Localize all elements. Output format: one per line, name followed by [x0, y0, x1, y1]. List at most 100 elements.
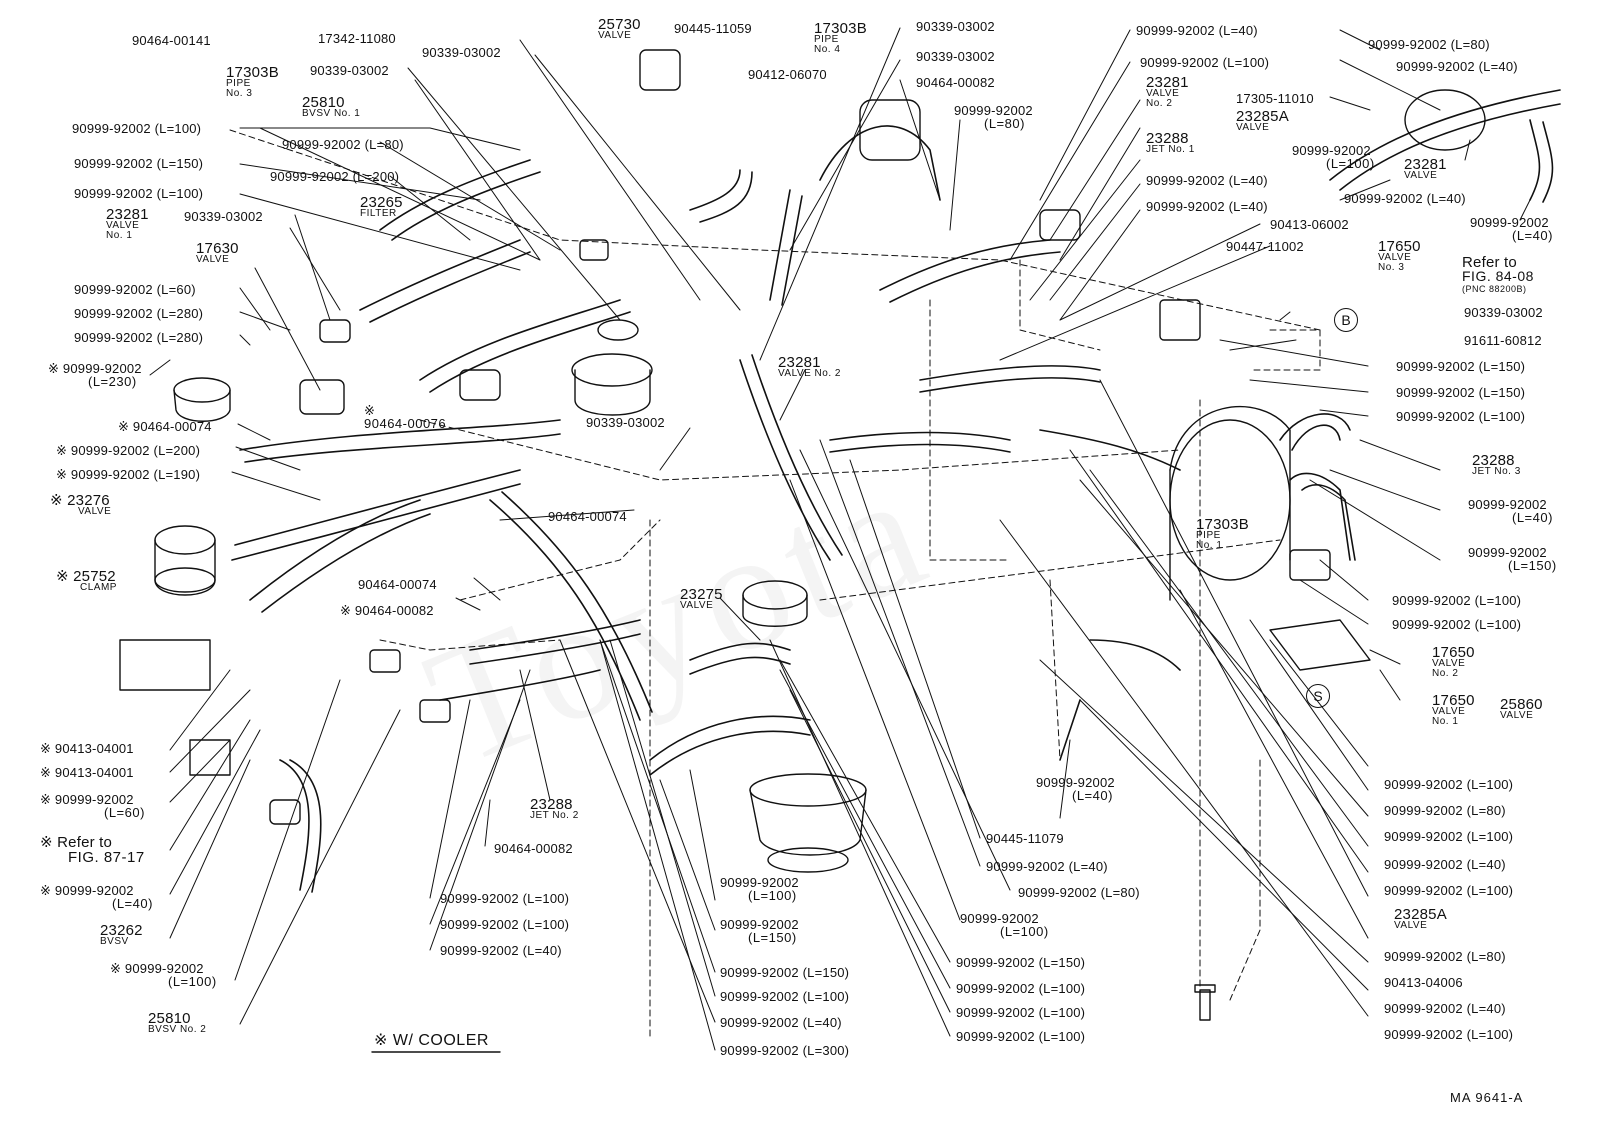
label-sub: 90464-00076: [364, 416, 447, 431]
label-17630-valve: 17630 VALVE: [196, 240, 239, 265]
circle-s-marker: S: [1306, 684, 1330, 708]
label-sub: VALVE: [106, 220, 140, 231]
label-sub: (L=40): [1512, 510, 1553, 525]
label-hose-l100-r: 90999-92002 (L=100): [1384, 1027, 1514, 1042]
label-90339-03002-e: 90339-03002: [916, 49, 995, 64]
label-sub: (L=150): [748, 930, 797, 945]
label-part-no: 25730: [598, 16, 641, 33]
cooler-note: ※ W/ COOLER: [374, 1032, 489, 1049]
label-sub: PIPE: [226, 78, 251, 89]
label-sub: (L=100): [1000, 924, 1049, 939]
label-90339-03002-c: 90339-03002: [310, 63, 389, 78]
label-part-no: 17303B: [814, 20, 867, 37]
label-hose-l100-g: 90999-92002 (L=100): [720, 989, 850, 1004]
label-part-no: 90999-92002: [1292, 143, 1371, 158]
label-sub: VALVE No. 2: [778, 368, 841, 379]
label-90413-04001-b: ※ 90413-04001: [40, 765, 134, 780]
label-part-no: 90999-92002: [954, 103, 1033, 118]
label-23275-valve: 23275 VALVE: [680, 586, 723, 611]
label-90447-11002: 90447-11002: [1226, 239, 1304, 254]
label-hose-l150-e: 90999-92002 (L=150): [1396, 359, 1526, 374]
label-90413-04001-a: ※ 90413-04001: [40, 741, 134, 756]
label-hose-l300: 90999-92002 (L=300): [720, 1043, 850, 1058]
label-25810-bvsv1: 25810 BVSV No. 1: [302, 94, 361, 119]
label-part-no: ※ 25752: [56, 568, 116, 585]
label-part-no: 23281: [106, 206, 149, 223]
label-sub: PIPE: [814, 34, 839, 45]
label-sub: JET No. 3: [1472, 466, 1521, 477]
label-hose-l190: ※ 90999-92002 (L=190): [56, 467, 201, 482]
label-90339-03002-a: 90339-03002: [184, 209, 263, 224]
label-hose-l230: ※ 90999-92002 (L=230): [48, 362, 142, 389]
label-25730-valve: 25730 VALVE: [598, 16, 641, 41]
label-sub2: No. 3: [226, 88, 253, 99]
label-sub: (L=40): [1512, 228, 1553, 243]
label-23288-jet2: 23288 JET No. 2: [530, 797, 579, 821]
label-part-no: 25860: [1500, 696, 1543, 713]
label-90464-00074-a: ※ 90464-00074: [118, 419, 212, 434]
diagram-code: MA 9641-A: [1450, 1090, 1524, 1105]
label-hose-l40-h: 90999-92002 (L=40): [1468, 498, 1553, 525]
label-part-no: ※ 90999-92002: [40, 792, 134, 807]
label-17303b-pipe3: 17303B PIPE No. 3: [226, 65, 279, 99]
label-part-no: ※: [364, 403, 376, 418]
label-25810-bvsv2: 25810 BVSV No. 2: [148, 1011, 206, 1035]
label-sub2: No. 1: [1196, 540, 1223, 551]
label-sub: CLAMP: [80, 582, 117, 593]
label-sub2: No. 3: [1378, 262, 1405, 273]
label-23281-valve2-center: 23281 VALVE No. 2: [778, 355, 841, 379]
valve-shapes: [119, 49, 1486, 873]
label-part-no: 17630: [196, 240, 239, 257]
label-sub2: No. 4: [814, 44, 841, 55]
label-part-no: ※ 90999-92002: [40, 883, 134, 898]
label-part-no: 23265: [360, 194, 403, 211]
label-part-no: 23275: [680, 586, 723, 603]
label-hose-l100-o: 90999-92002 (L=100): [1384, 777, 1514, 792]
label-hose-l40-j: 90999-92002 (L=40): [1384, 1001, 1506, 1016]
label-17305-11010: 17305-11010: [1236, 91, 1314, 106]
label-hose-l280-a: 90999-92002 (L=280): [74, 306, 204, 321]
label-sub: (L=100): [168, 974, 217, 989]
label-sub: FIG. 87-17: [68, 849, 145, 866]
label-part-no: 90999-92002: [1470, 215, 1549, 230]
label-hose-l80-tr: 90999-92002 (L=80): [1368, 37, 1490, 52]
label-sub: BVSV No. 1: [302, 108, 361, 119]
label-sub: VALVE: [1404, 170, 1438, 181]
label-hose-l100-i: 90999-92002 (L=100): [956, 981, 1086, 996]
label-part-no: 90999-92002: [720, 917, 799, 932]
label-90464-00076: ※ 90464-00076: [364, 404, 446, 431]
label-sub: VALVE: [598, 30, 632, 41]
label-90464-00074-b: 90464-00074: [548, 509, 627, 524]
label-sub: VALVE: [1432, 706, 1466, 717]
label-hose-l60-a: 90999-92002 (L=60): [74, 282, 196, 297]
label-hose-l40-top: 90999-92002 (L=40): [1136, 23, 1258, 38]
label-sub: VALVE: [1432, 658, 1466, 669]
label-sub: VALVE: [1378, 252, 1412, 263]
label-17650-valve3: 17650 VALVE No. 3: [1378, 239, 1421, 273]
label-sub2: No. 2: [1146, 98, 1173, 109]
label-part-no: 90999-92002: [1468, 545, 1547, 560]
label-hose-l100-f: 90999-92002 (L=100): [720, 876, 799, 903]
label-part-no: 23281: [1404, 156, 1447, 173]
label-sub: (L=150): [1508, 558, 1557, 573]
label-hose-l100-d: 90999-92002 (L=100): [440, 891, 570, 906]
label-part-no: 23285A: [1394, 906, 1447, 923]
label-17650-valve2: 17650 VALVE No. 2: [1432, 645, 1475, 679]
label-part-no: 23288: [1472, 452, 1515, 469]
label-sub: VALVE: [196, 254, 230, 265]
label-hose-l100-n: 90999-92002 (L=100): [1392, 617, 1522, 632]
label-90464-00074-c: 90464-00074: [358, 577, 437, 592]
label-sub: VALVE: [1146, 88, 1180, 99]
label-90464-00082-c: 90464-00082: [494, 841, 573, 856]
label-hose-l80-a: 90999-92002 (L=80): [282, 137, 404, 152]
label-part-no: ※ 90999-92002: [110, 961, 204, 976]
label-sub2: No. 1: [106, 230, 133, 241]
label-90339-03002-f: 90339-03002: [586, 415, 665, 430]
label-part-no: 90999-92002: [960, 911, 1039, 926]
label-part-no: 25810: [302, 94, 345, 111]
label-hose-l280-b: 90999-92002 (L=280): [74, 330, 204, 345]
label-hose-l100-tr: 90999-92002 (L=100): [1292, 144, 1375, 171]
label-sub: VALVE: [1236, 122, 1270, 133]
label-90339-03002-g: 90339-03002: [1464, 305, 1543, 320]
label-90464-00141: 90464-00141: [132, 33, 211, 48]
